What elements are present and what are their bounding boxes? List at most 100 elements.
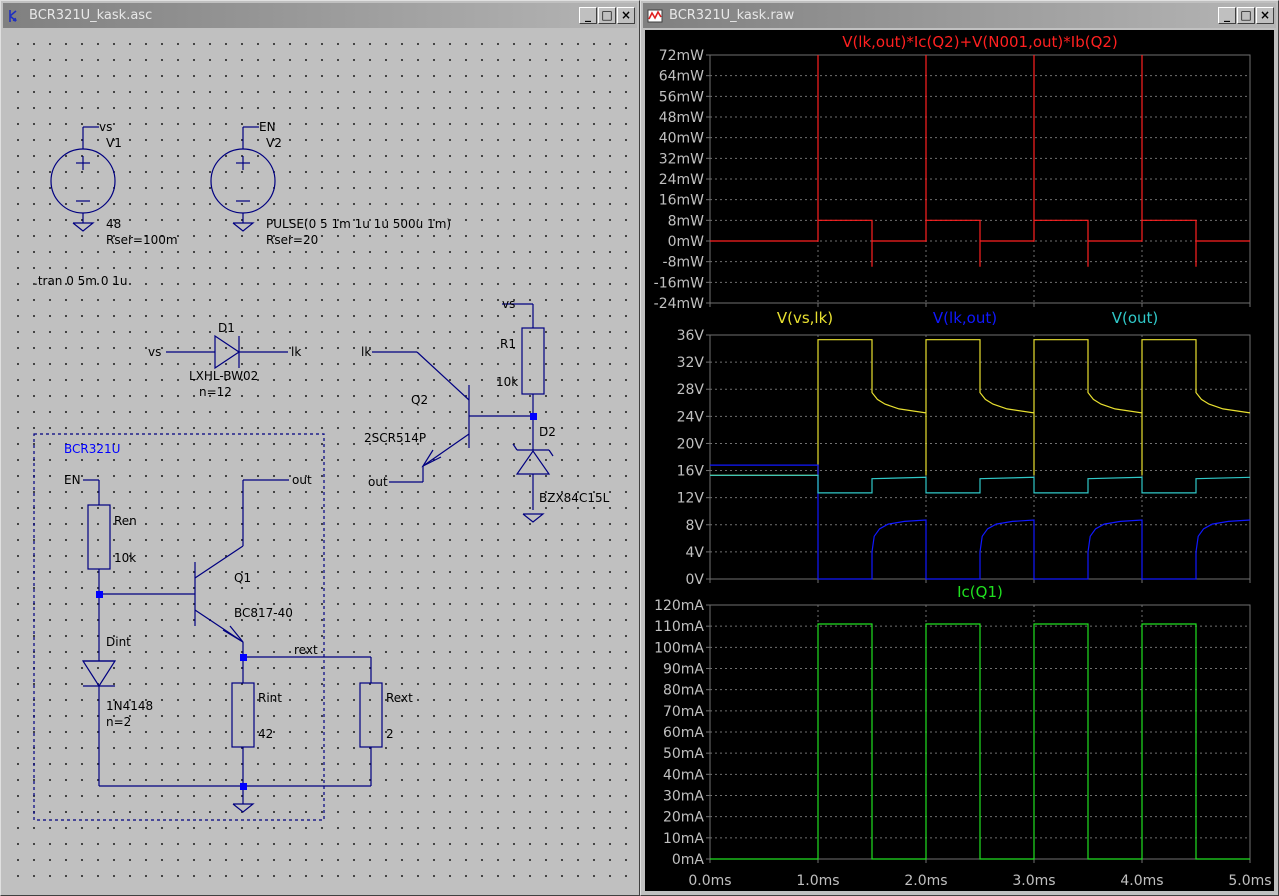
waveform-titlebar[interactable]: BCR321U_kask.raw _ □ × — [643, 3, 1276, 28]
y-tick-label: 10mA — [663, 831, 704, 847]
d1-ref: D1 — [218, 321, 235, 335]
minimize-icon[interactable]: _ — [579, 7, 597, 24]
series-v-out- — [710, 474, 1251, 494]
legend-entry: V(vs,lk) — [777, 309, 833, 327]
r1-net-top: vs — [502, 297, 515, 311]
close-icon[interactable]: × — [617, 7, 635, 24]
legend-entry: V(lk,out) — [933, 309, 997, 327]
y-tick-label: 80mA — [663, 683, 704, 699]
q2-ref: Q2 — [411, 393, 428, 407]
rext-net-label: rext — [294, 643, 318, 657]
d2-part: BZX84C15L — [539, 491, 610, 505]
d2-ref: D2 — [539, 425, 556, 439]
bcr321u-label: BCR321U — [64, 442, 120, 456]
q2-part: 2SCR514P — [364, 431, 426, 445]
q2-net-collector: lk — [361, 345, 371, 359]
out-net-label: out — [292, 473, 312, 487]
y-tick-label: 0mW — [668, 234, 705, 250]
waveform-icon — [647, 9, 663, 23]
y-tick-label: 20V — [677, 436, 705, 452]
y-tick-label: 40mW — [659, 131, 704, 147]
v2-param: Rser=20 — [266, 233, 318, 247]
y-tick-label: 32V — [677, 355, 705, 371]
y-tick-label: 100mA — [654, 640, 704, 656]
schematic-icon — [9, 10, 17, 22]
plot-pane-2: 36V32V28V24V20V16V12V8V4V0VV(vs,lk)V(lk,… — [677, 309, 1251, 588]
y-tick-label: 0mA — [672, 852, 705, 868]
x-tick-label: 0.0ms — [688, 873, 731, 889]
d1-part: LXHL-BW02 — [189, 369, 258, 383]
r1-resistor[interactable] — [502, 303, 545, 450]
schematic-canvas[interactable]: vs V1 48 Rser=100m EN V2 PULSE(0 5 1m 1u… — [5, 30, 635, 891]
y-tick-label: 36V — [677, 328, 705, 344]
q2-transistor[interactable] — [372, 351, 533, 483]
y-tick-label: 28V — [677, 382, 705, 398]
waveform-window[interactable]: BCR321U_kask.raw _ □ × 72mW 64mW 56mW 48mW 4… — [640, 0, 1279, 896]
y-tick-label: 50mA — [663, 746, 704, 762]
y-tick-label: 60mA — [663, 725, 704, 741]
waveform-plots[interactable]: 72mW64mW56mW48mW40mW32mW24mW16mW8mW0mW-8… — [645, 30, 1276, 893]
y-tick-label: 32mW — [659, 151, 704, 167]
y-tick-label: 16mW — [659, 193, 704, 209]
bcr321u-circuit[interactable] — [81, 479, 383, 813]
y-tick-label: 110mA — [654, 619, 704, 635]
bcr321u-box — [33, 433, 325, 821]
y-tick-label: 12V — [677, 491, 705, 507]
x-tick-label: 5.0ms — [1228, 873, 1271, 889]
d1-net-left: vs — [148, 345, 161, 359]
r1-ref: R1 — [500, 337, 516, 351]
maximize-icon[interactable]: □ — [598, 7, 616, 24]
schematic-titlebar[interactable]: BCR321U_kask.asc _ □ × — [3, 3, 637, 28]
y-tick-label: 48mW — [659, 110, 704, 126]
v1-net-label: vs — [99, 120, 112, 134]
q2-net-emitter: out — [368, 475, 388, 489]
v2-value: PULSE(0 5 1m 1u 1u 500u 1m) — [266, 217, 451, 231]
plot-pane-3: 120mA110mA100mA90mA80mA70mA60mA50mA40mA3… — [654, 583, 1251, 868]
x-tick-label: 4.0ms — [1120, 873, 1163, 889]
plot-title: Ic(Q1) — [957, 583, 1003, 601]
v2-source[interactable] — [210, 126, 276, 232]
schematic-window[interactable]: BCR321U_kask.asc _ □ × — [0, 0, 640, 896]
series-ic-q1- — [710, 623, 1250, 860]
y-tick-label: 24V — [677, 409, 705, 425]
y-tick-label: 40mA — [663, 767, 704, 783]
y-tick-label: 56mW — [659, 89, 704, 105]
tran-directive: .tran 0 5m 0 1u — [34, 274, 128, 288]
y-tick-label: 20mA — [663, 810, 704, 826]
x-tick-label: 1.0ms — [796, 873, 839, 889]
rint-value: 42 — [258, 727, 273, 741]
y-tick-label: 16V — [677, 464, 705, 480]
minimize-icon[interactable]: _ — [1218, 7, 1236, 24]
y-tick-label: -24mW — [654, 296, 705, 312]
series-v-lk-out- — [710, 464, 1251, 580]
plot-title: V(lk,out)*Ic(Q2)+V(N001,out)*Ib(Q2) — [842, 33, 1118, 51]
d1-led[interactable] — [166, 334, 288, 370]
q1-part: BC817-40 — [234, 606, 293, 620]
y-tick-label: 72mW — [659, 48, 704, 64]
rext-ref: Rext — [386, 691, 413, 705]
waveform-title: BCR321U_kask.raw — [669, 8, 795, 23]
y-tick-label: 0V — [686, 572, 705, 588]
dint-ref: Dint — [106, 635, 131, 649]
y-tick-label: 64mW — [659, 69, 704, 85]
v1-source[interactable] — [50, 126, 116, 232]
v1-ref: V1 — [106, 136, 122, 150]
y-tick-label: 8V — [686, 518, 705, 534]
maximize-icon[interactable]: □ — [1237, 7, 1255, 24]
v1-param: Rser=100m — [106, 233, 178, 247]
y-tick-label: 120mA — [654, 598, 704, 614]
y-tick-label: 8mW — [668, 213, 705, 229]
q1-ref: Q1 — [234, 571, 251, 585]
legend-entry: V(out) — [1112, 309, 1159, 327]
y-tick-label: 90mA — [663, 662, 704, 678]
r1-value: 10k — [496, 375, 518, 389]
d2-zener[interactable] — [512, 443, 554, 523]
v2-net-label: EN — [259, 120, 276, 134]
schematic-drawing[interactable]: vs V1 48 Rser=100m EN V2 PULSE(0 5 1m 1u… — [5, 30, 637, 893]
schematic-title: BCR321U_kask.asc — [29, 8, 153, 23]
x-tick-label: 3.0ms — [1012, 873, 1055, 889]
close-icon[interactable]: × — [1256, 7, 1274, 24]
y-tick-label: 24mW — [659, 172, 704, 188]
y-tick-label: 70mA — [663, 704, 704, 720]
